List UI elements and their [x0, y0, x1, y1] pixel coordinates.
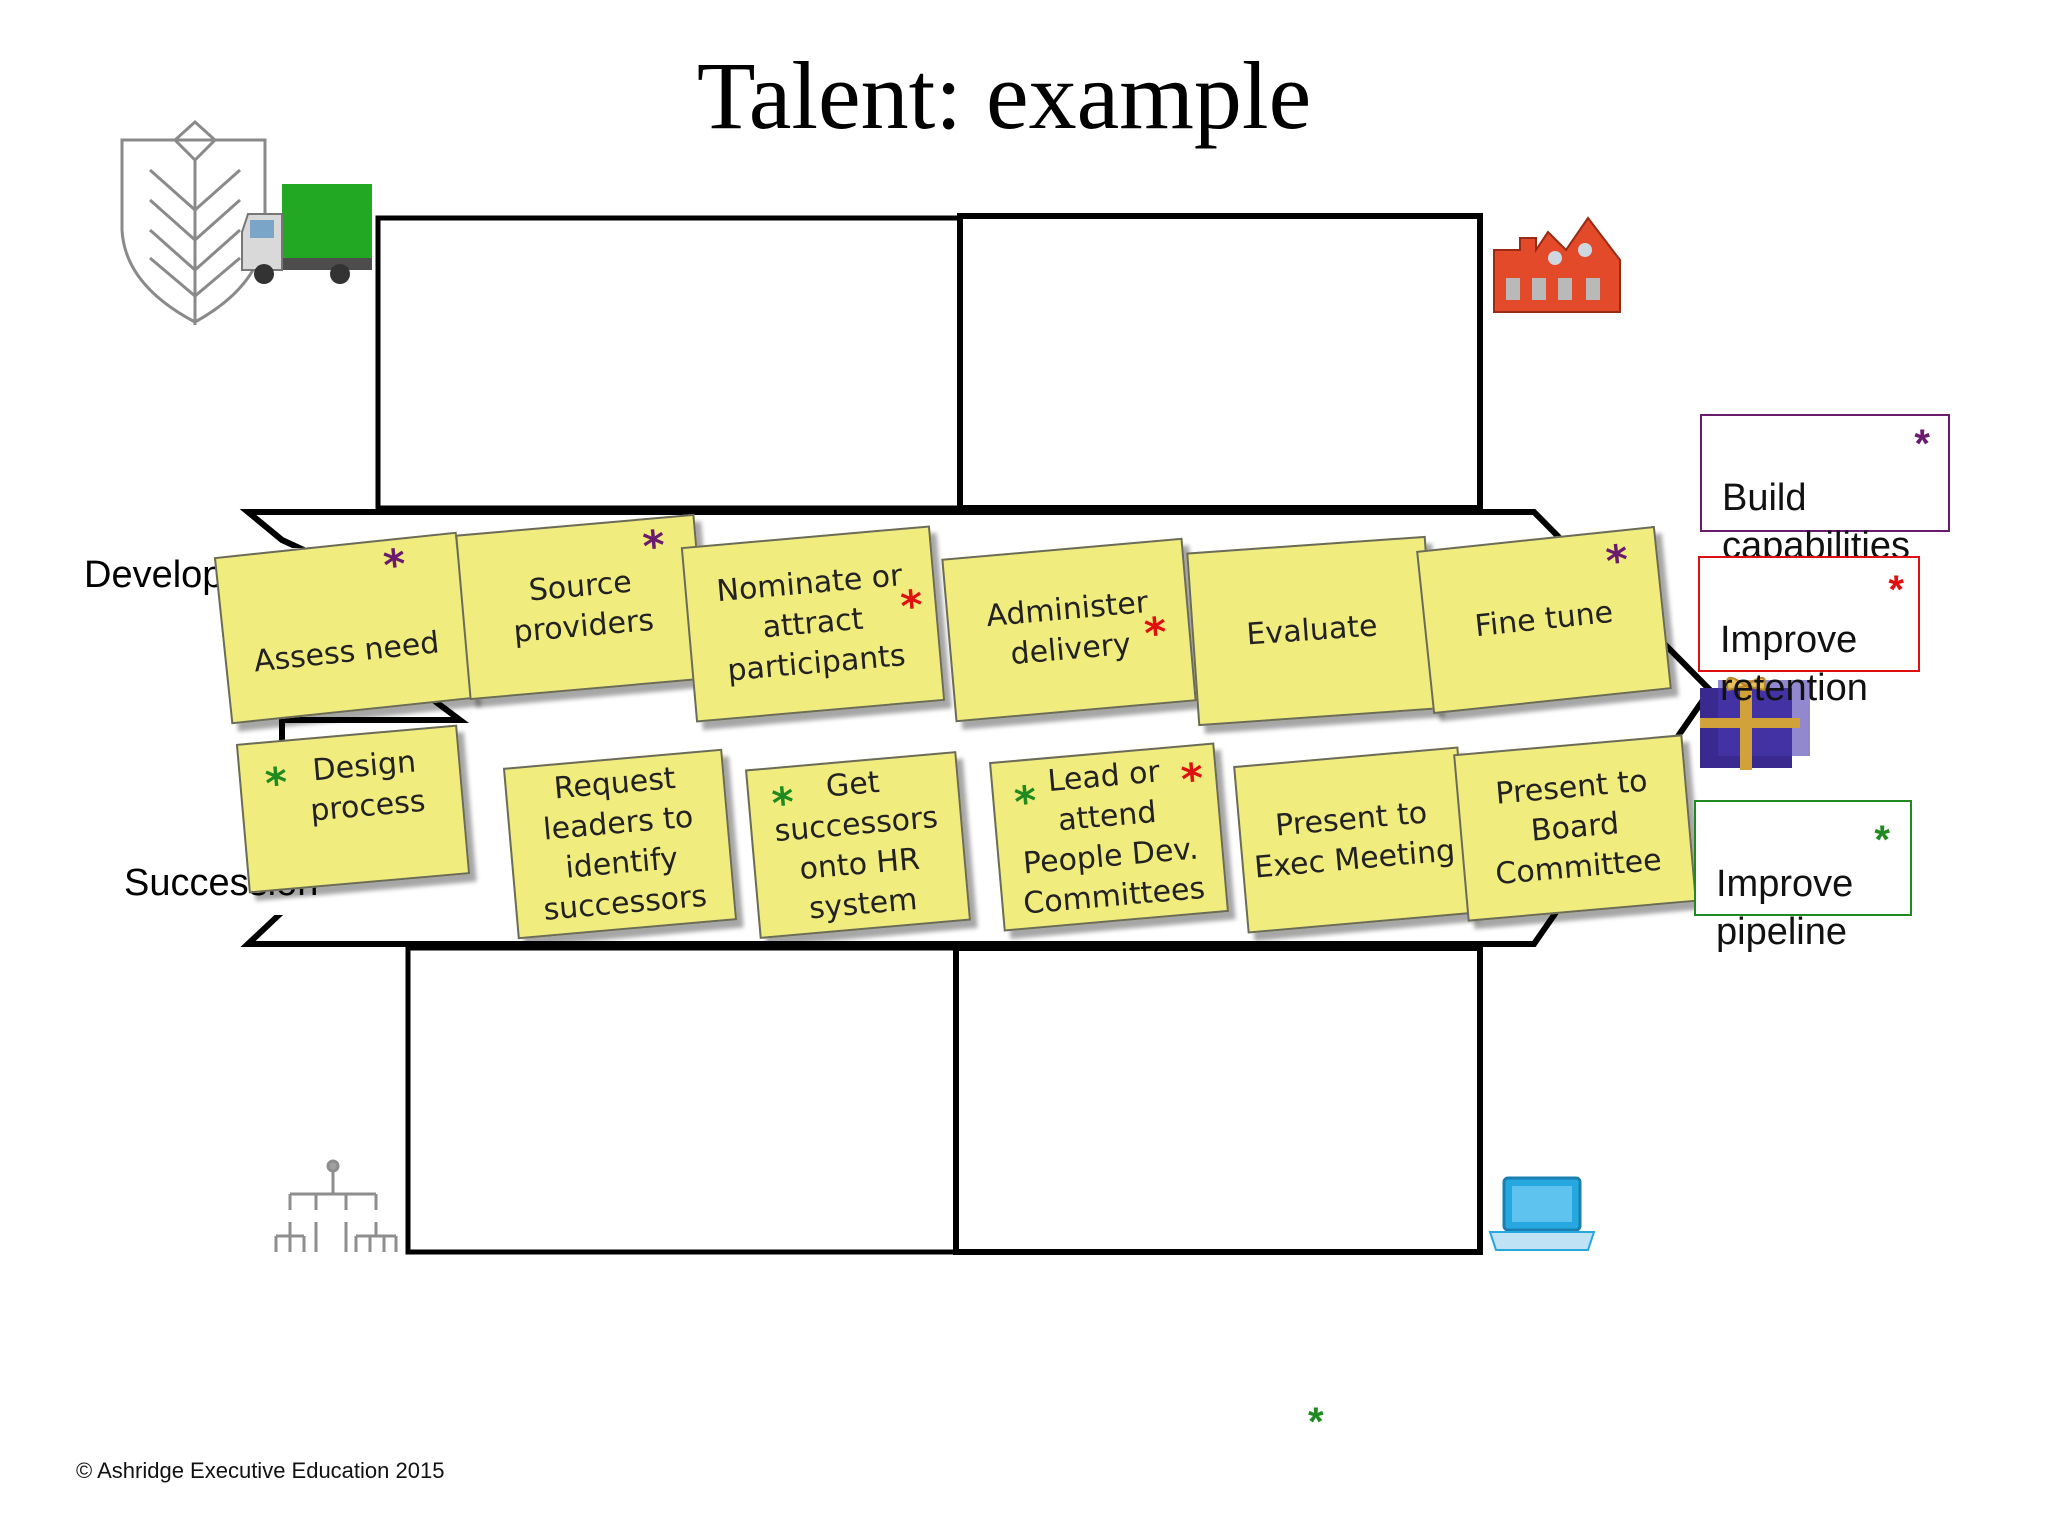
note-present-board: Present to Board Committee	[1453, 734, 1697, 922]
legend-improve-pipeline: Improve pipeline *	[1694, 800, 1912, 953]
stray-green-star-icon: *	[1308, 1400, 1324, 1444]
truck-icon	[241, 184, 372, 284]
org-chart-icon	[274, 1159, 398, 1252]
copyright-footer: © Ashridge Executive Education 2015	[76, 1458, 445, 1483]
red-star-icon: *	[898, 580, 925, 632]
purple-star-icon: *	[381, 539, 409, 591]
note-assess-need: Assess need *	[213, 531, 475, 725]
lower-right-box	[953, 945, 1483, 1255]
green-star-icon: *	[769, 777, 797, 829]
note-evaluate: Evaluate	[1186, 535, 1438, 727]
red-star-icon: *	[1888, 568, 1904, 612]
green-star-icon: *	[1012, 776, 1039, 827]
red-star-icon: *	[1142, 607, 1169, 659]
note-source-providers: Source providers *	[455, 513, 709, 701]
gift-icon	[1700, 677, 1810, 770]
note-fine-tune: Fine tune *	[1416, 525, 1672, 715]
upper-right-box	[957, 213, 1483, 511]
legend-build-capabilities: Build capabilities *	[1700, 414, 1950, 567]
note-request-leaders: Request leaders to identify successors	[502, 748, 738, 940]
red-star-icon: *	[1179, 753, 1206, 805]
wheat-logo-icon	[120, 119, 267, 325]
upper-left-box	[375, 215, 963, 511]
purple-star-icon: *	[1603, 535, 1631, 587]
lower-left-box	[405, 945, 959, 1255]
green-star-icon: *	[1874, 818, 1890, 862]
laptop-icon	[1488, 1176, 1596, 1251]
purple-star-icon: *	[1914, 422, 1930, 466]
note-administer-delivery: Administer delivery *	[941, 537, 1197, 723]
note-present-exec: Present to Exec Meeting	[1233, 746, 1473, 934]
slide-title: Talent: example	[696, 42, 1312, 149]
factory-icon	[1493, 216, 1621, 313]
green-star-icon: *	[263, 757, 290, 809]
note-get-successors: Get successors onto HR system *	[744, 751, 972, 939]
note-lead-attend-committees: Lead or attend People Dev. Committees * …	[989, 742, 1229, 932]
note-design-process: Design process *	[235, 724, 471, 894]
legend-improve-retention: Improve retention *	[1698, 556, 1920, 709]
purple-star-icon: *	[640, 520, 668, 572]
note-nominate-participants: Nominate or attract participants *	[680, 525, 946, 723]
